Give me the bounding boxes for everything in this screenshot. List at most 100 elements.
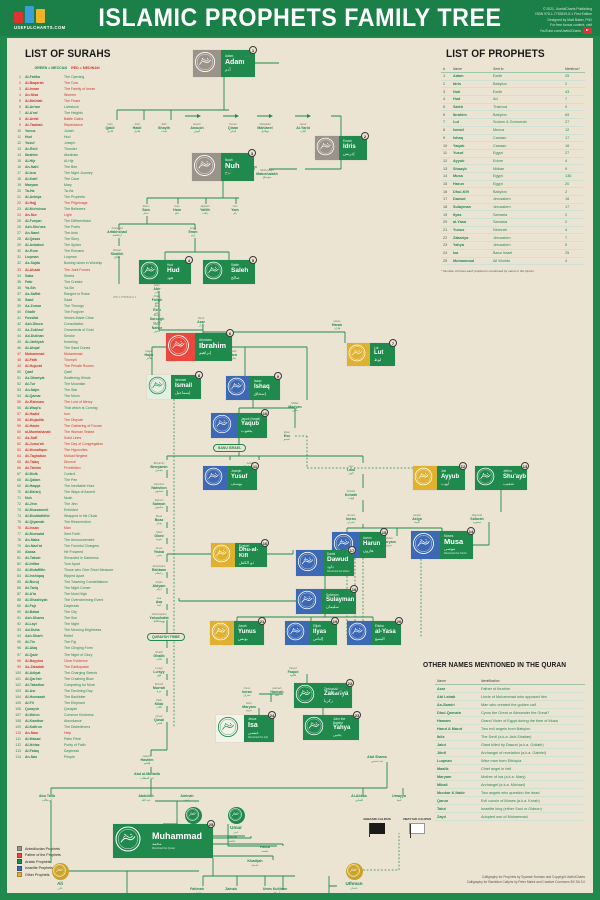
surah-name: At-Talaq: [25, 460, 39, 464]
legend-item: Israelite Prophets: [17, 865, 107, 871]
surah-name: Ar-Ra'd: [25, 147, 38, 152]
legend-swatch-icon: [17, 865, 22, 871]
surah-english: The Announcement: [64, 538, 95, 543]
youtube-icon[interactable]: [583, 28, 592, 35]
legend-label: Father of the Prophets: [25, 853, 61, 858]
surah-number: 111: [15, 736, 21, 741]
other-name: Dhul-Qarnain: [435, 708, 479, 717]
prophet-name: Idris: [451, 80, 491, 89]
surah-english: The Overwhelming Event: [64, 598, 104, 603]
prophet-alt-name: Adam: [225, 54, 234, 59]
surah-english: The Pen: [64, 478, 78, 483]
tree-label-alt: Qusai: [155, 715, 163, 718]
legend-label: Arabic Prophets: [25, 859, 51, 864]
tree-label-name: Faligh: [151, 297, 163, 302]
credit-youtube[interactable]: YouTube.com/UsefulCharts: [482, 28, 592, 35]
surah-number: 15: [17, 159, 21, 164]
tree-label-name: Imran: [346, 516, 356, 521]
other-name-identification: Mother of Isa (a.k.a. Mary): [479, 772, 585, 781]
tree-label-name: Umayya: [392, 794, 406, 798]
surah-english: Prohibition: [64, 466, 81, 471]
surah-name: Nuh: [25, 496, 32, 501]
tree-label-arabic: بنيامين: [155, 468, 163, 473]
prophet-number: 19: [441, 210, 451, 220]
